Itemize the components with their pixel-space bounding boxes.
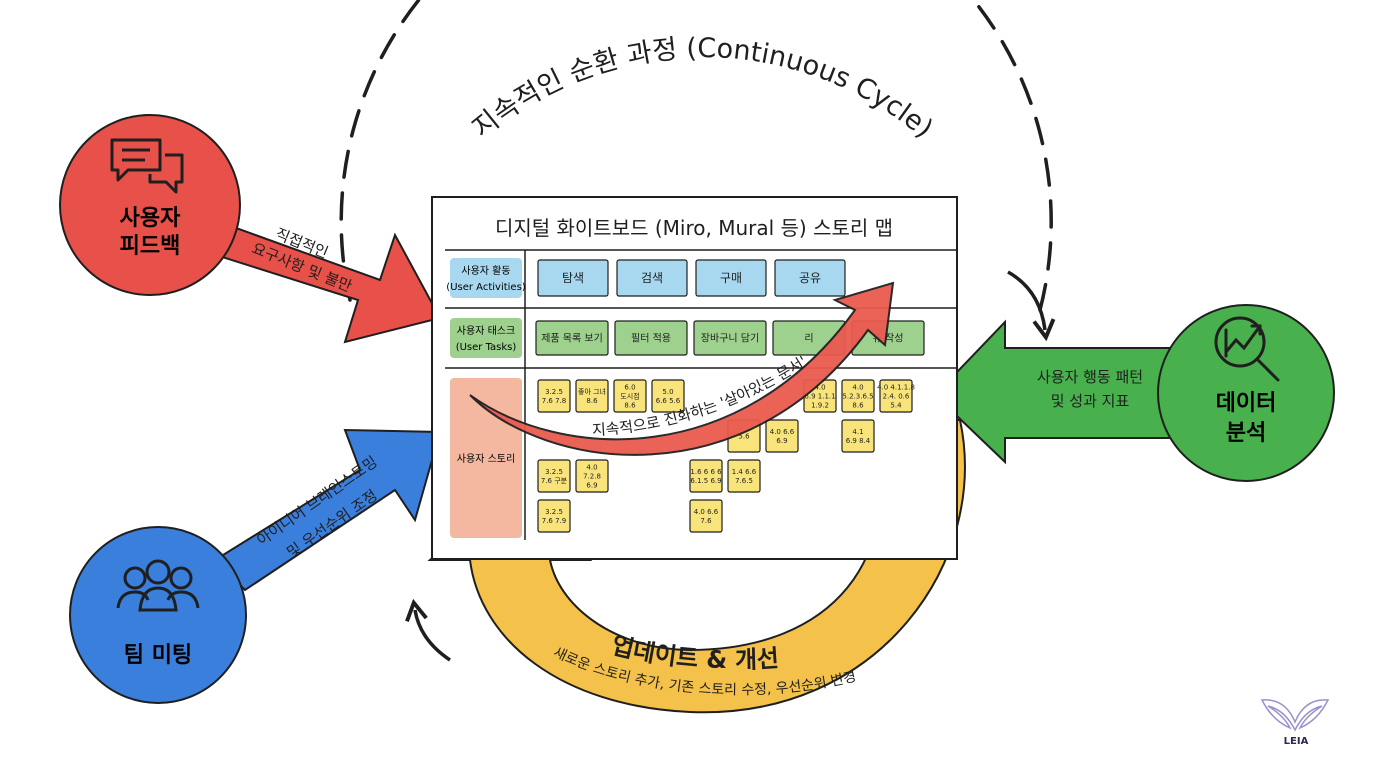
story-note-bg <box>841 419 875 453</box>
story-note-bg <box>575 379 609 413</box>
story-note-bg <box>537 499 571 533</box>
people-group-icon <box>116 559 200 612</box>
logo-text: LEIA <box>1284 736 1309 747</box>
cycle-arrowhead-right <box>1007 270 1056 342</box>
activity-note-bg <box>695 259 767 297</box>
cycle-arrowhead-left <box>405 598 451 662</box>
task-note: 리 <box>804 333 813 345</box>
task-note-bg <box>693 320 767 356</box>
story-map-board: 디지털 화이트보드 (Miro, Mural 등) 스토리 맵 사용자 활동 (… <box>431 196 958 560</box>
meeting-label: 팀 미팅 <box>124 643 192 668</box>
cycle-title: 지속적인 순환 과정 (Continuous Cycle) <box>467 33 939 144</box>
analytics-arrow-line2: 및 성과 지표 <box>1051 392 1130 410</box>
board-title: 디지털 화이트보드 (Miro, Mural 등) 스토리 맵 <box>495 216 893 240</box>
activity-note-bg <box>774 259 846 297</box>
story-note-bg <box>689 499 723 533</box>
row-sublabel-activities: (User Activities) <box>446 282 525 293</box>
activity-note: 검색 <box>641 271 663 285</box>
cycle-dashed-circle <box>339 0 1056 662</box>
analytics-arrow-line1: 사용자 행동 패턴 <box>1037 368 1143 386</box>
row-label-activities-bg <box>450 258 522 298</box>
row-label-tasks: 사용자 태스크 <box>457 325 515 337</box>
chat-bubbles-icon <box>110 138 184 194</box>
leia-logo: LEIA <box>1260 699 1330 747</box>
analytics-label-line2: 분석 <box>1226 421 1266 446</box>
story-note-bg <box>765 419 799 453</box>
row-label-tasks-bg <box>450 318 522 358</box>
feedback-node: 사용자 피드백 <box>59 114 241 296</box>
story-note: 5.6 <box>738 432 750 440</box>
row-sublabel-tasks: (User Tasks) <box>456 342 517 353</box>
activity-note: 공유 <box>799 271 821 285</box>
story-note-bg <box>575 459 609 493</box>
analytics-node: 데이터 분석 <box>1157 304 1335 482</box>
activity-note: 구매 <box>720 271 742 285</box>
feedback-label-line1: 사용자 <box>120 206 181 231</box>
activity-note-bg <box>537 259 609 297</box>
meeting-arrow: 아이디어 브레인스토밍 및 우선순위 조정 <box>213 428 442 592</box>
story-note-bg <box>613 379 647 413</box>
task-note-bg <box>614 320 688 356</box>
analytics-arrow: 사용자 행동 패턴 및 성과 지표 <box>933 319 1191 465</box>
meeting-node: 팀 미팅 <box>69 526 247 704</box>
analytics-label-line1: 데이터 <box>1216 391 1277 416</box>
task-note: 제품 목록 보기 <box>541 333 603 345</box>
story-note-bg <box>727 459 761 493</box>
story-note-bg <box>689 459 723 493</box>
magnifier-chart-icon <box>1214 316 1280 382</box>
story-note-bg <box>879 379 913 413</box>
activity-note-bg <box>616 259 688 297</box>
task-note: 필터 적용 <box>631 333 671 345</box>
story-note-bg <box>651 379 685 413</box>
activity-note: 탐색 <box>562 271 584 285</box>
update-arrow: 업데이트 & 개선 새로운 스토리 추가, 기존 스토리 수정, 우선순위 변경 <box>427 419 966 714</box>
task-note: 장바구니 담기 <box>701 333 759 345</box>
story-note-bg <box>537 379 571 413</box>
task-note-bg <box>535 320 609 356</box>
row-label-stories: 사용자 스토리 <box>457 453 515 465</box>
story-note-bg <box>841 379 875 413</box>
story-note-bg <box>537 459 571 493</box>
row-label-activities: 사용자 활동 <box>461 264 510 277</box>
feedback-label-line2: 피드백 <box>120 234 181 259</box>
